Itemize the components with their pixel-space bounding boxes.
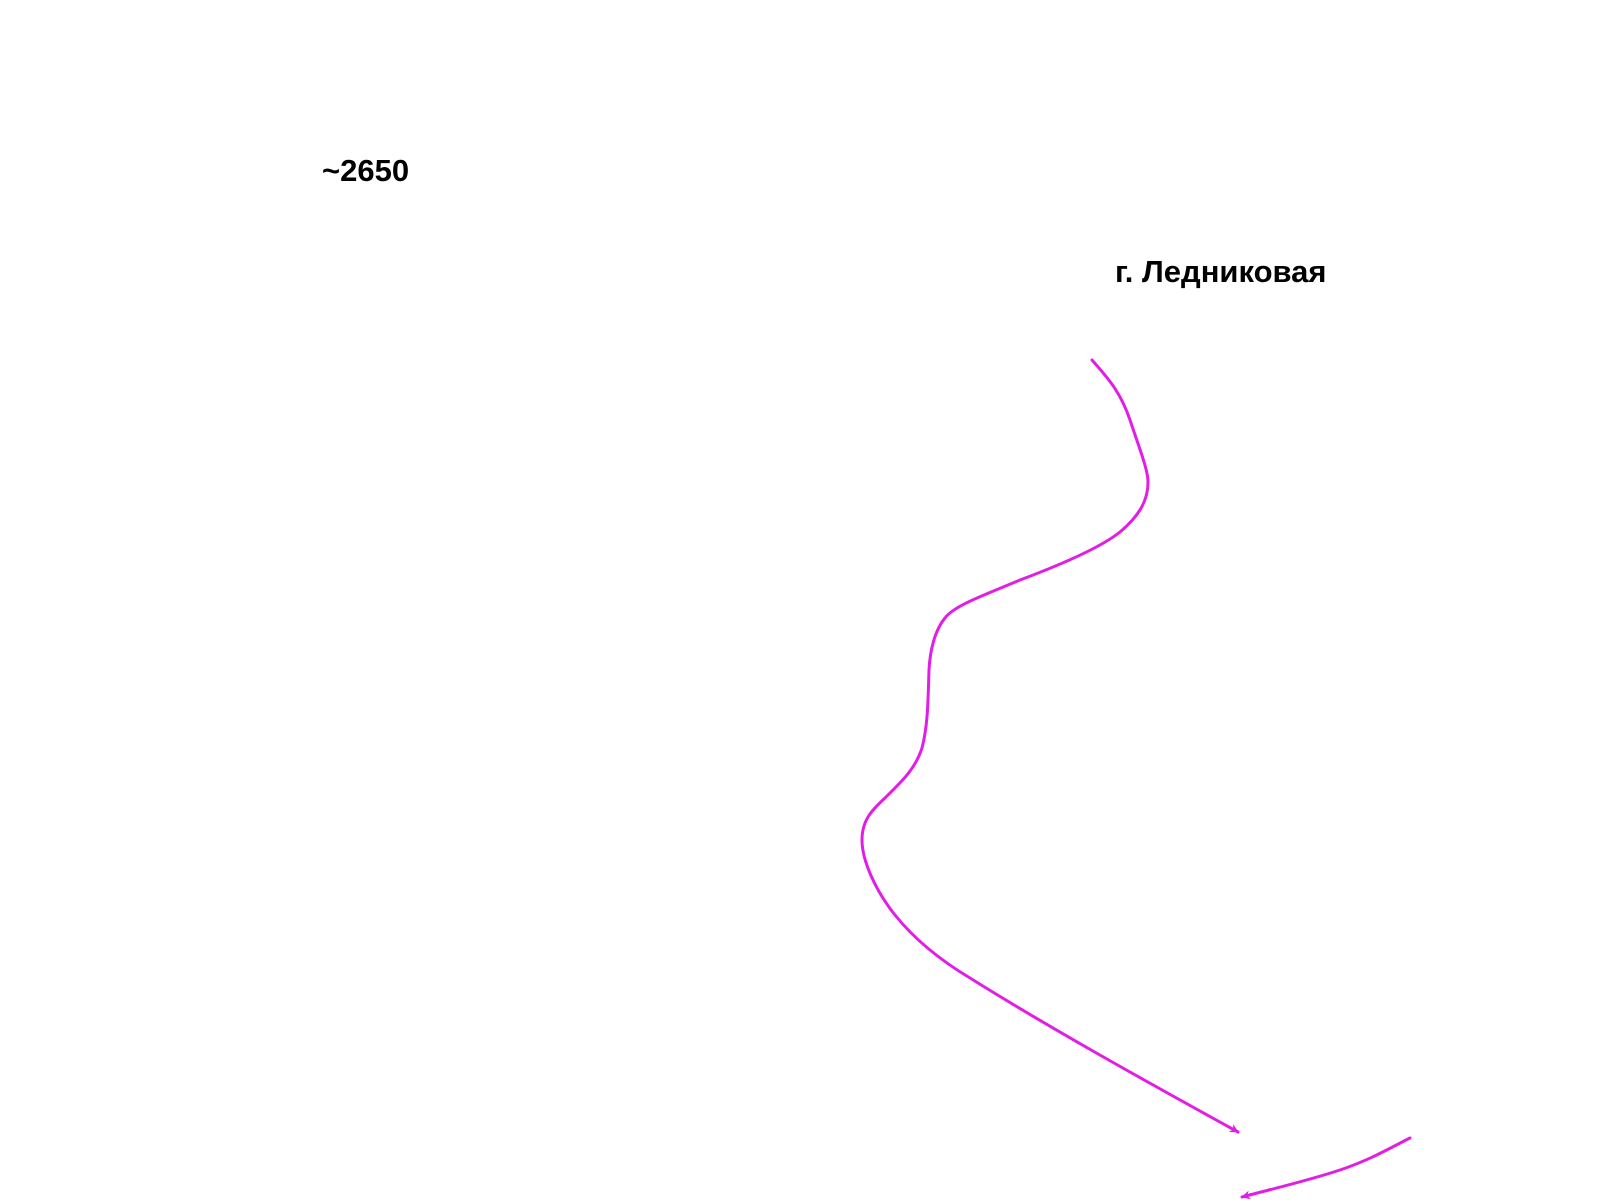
route-line-secondary bbox=[1240, 1136, 1412, 1200]
elevation-label: ~2650 bbox=[322, 153, 410, 188]
route-line-main bbox=[860, 358, 1240, 1134]
peak-name-label: г. Ледниковая bbox=[1115, 254, 1327, 289]
